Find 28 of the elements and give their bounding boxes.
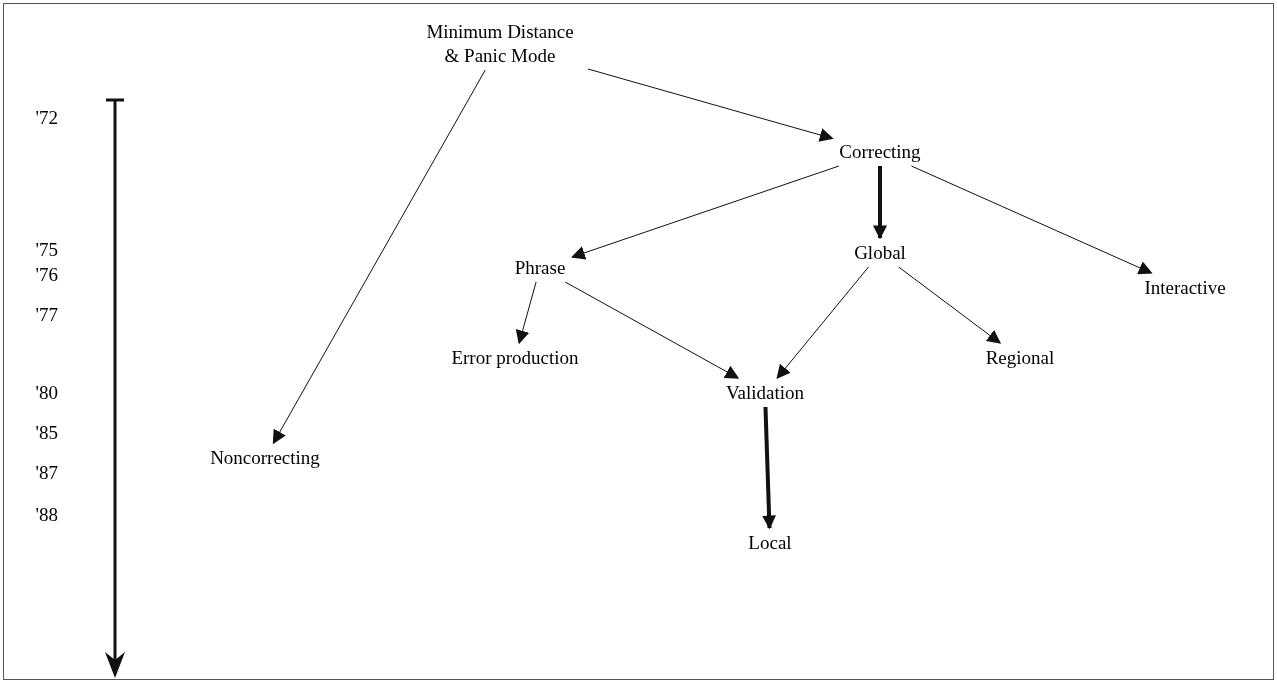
node-label: Regional bbox=[981, 346, 1059, 370]
node-label: Noncorrecting bbox=[206, 446, 324, 470]
year-label: '80 bbox=[35, 381, 58, 405]
year-label: '88 bbox=[35, 503, 58, 527]
arrow bbox=[898, 266, 1002, 344]
node-label: Validation bbox=[721, 381, 809, 405]
year-label: '72 bbox=[35, 106, 58, 130]
arrow bbox=[587, 68, 834, 142]
node-label: Interactive bbox=[1140, 276, 1230, 300]
node-label: Minimum Distance & Panic Mode bbox=[414, 20, 586, 68]
arrow bbox=[515, 281, 537, 345]
arrow bbox=[571, 165, 840, 260]
node-label: Correcting bbox=[835, 140, 925, 164]
year-label: '77 bbox=[35, 303, 58, 327]
year-label: '75 bbox=[35, 238, 58, 262]
node-label: Error production bbox=[447, 346, 583, 370]
year-label: '76 bbox=[35, 263, 58, 287]
node-label: Local bbox=[744, 531, 796, 555]
node-label: Global bbox=[850, 241, 910, 265]
arrow bbox=[272, 69, 486, 445]
arrow bbox=[910, 165, 1153, 275]
arrow bbox=[564, 281, 740, 379]
node-label: Phrase bbox=[510, 256, 570, 280]
arrow bbox=[762, 406, 777, 530]
year-label: '87 bbox=[35, 461, 58, 485]
year-label: '85 bbox=[35, 421, 58, 445]
arrow bbox=[873, 166, 887, 240]
arrow bbox=[776, 266, 869, 380]
